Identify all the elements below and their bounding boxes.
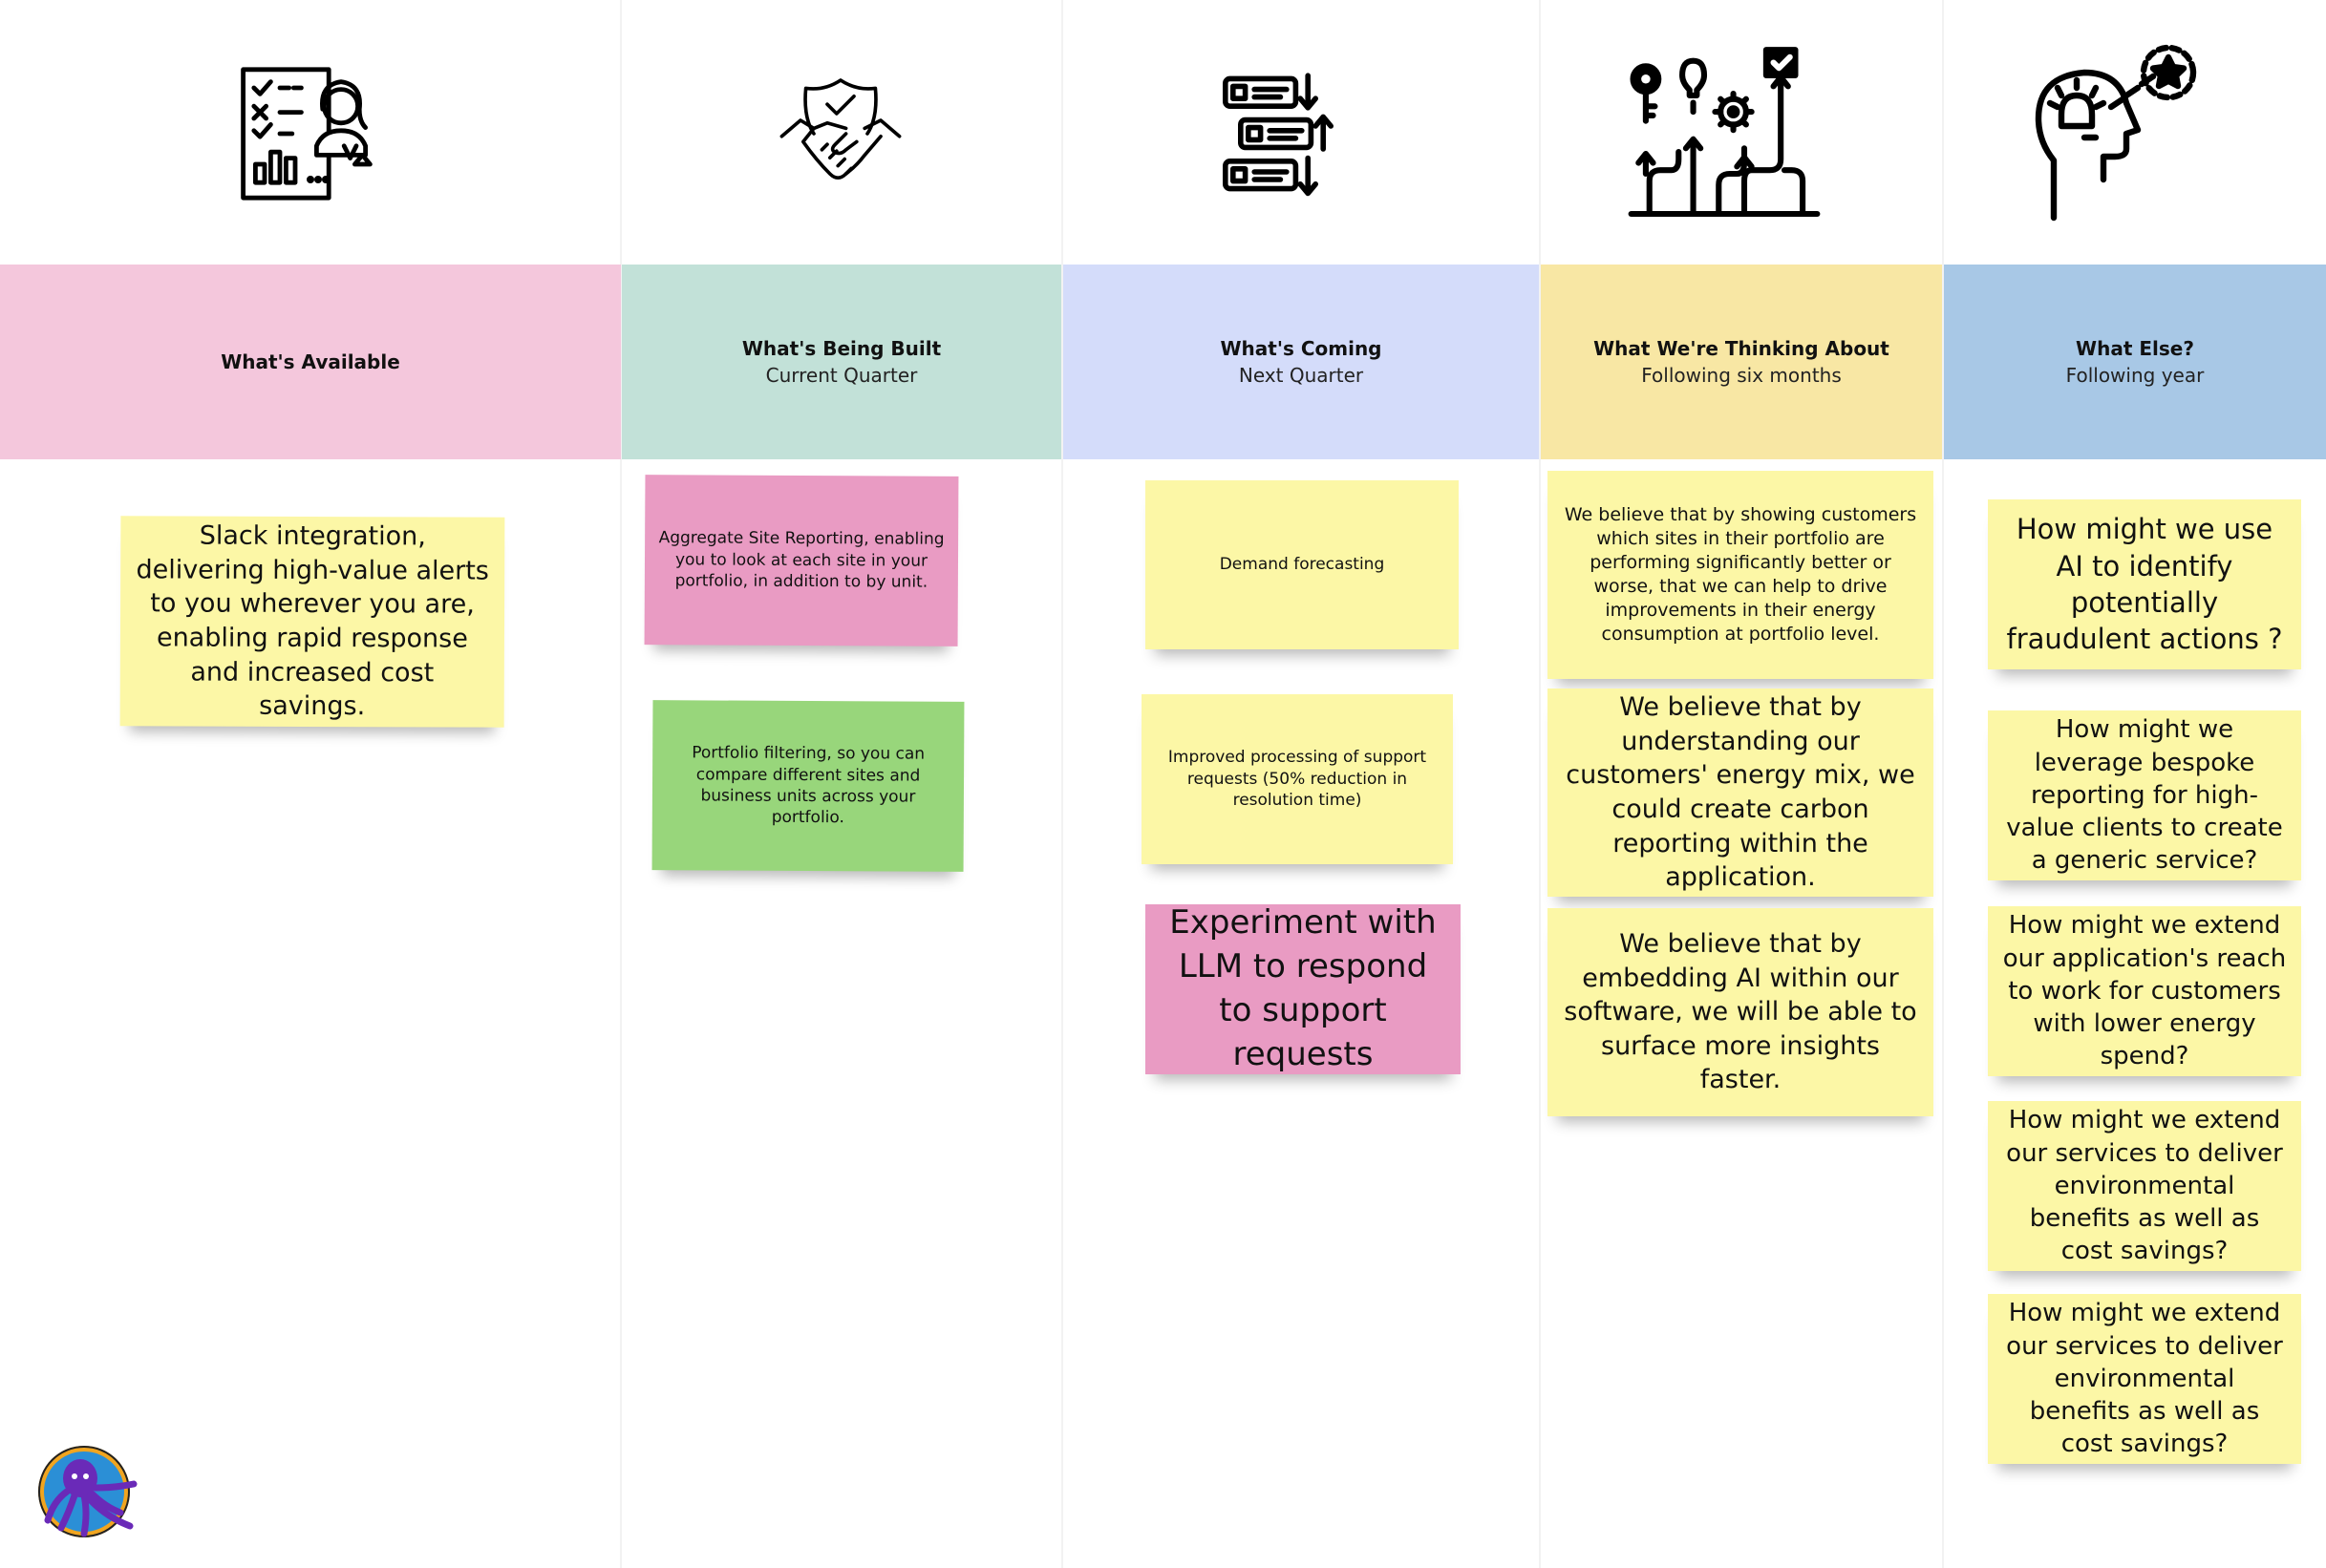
sticky-note[interactable]: Experiment with LLM to respond to suppor… [1145,903,1461,1074]
checklist-person-icon [229,53,392,215]
sticky-note[interactable]: Slack integration, delivering high-value… [119,516,505,728]
handshake-shield-icon [759,57,922,210]
server-list-arrows-icon [1208,53,1371,215]
column-divider [620,0,622,1568]
column-subtitle: Following year [2065,364,2205,387]
column-title: What Else? [2076,337,2194,360]
column-subtitle: Next Quarter [1238,364,1364,387]
column-title: What We're Thinking About [1593,337,1889,360]
sticky-note[interactable]: Aggregate Site Reporting, enabling you t… [644,475,959,646]
column-subtitle: Following six months [1641,364,1842,387]
head-idea-star-icon [2011,33,2211,234]
column-title: What's Coming [1220,337,1382,360]
column-header-thinking: What We're Thinking About Following six … [1541,265,1942,459]
column-divider [1061,0,1063,1568]
column-header-being-built: What's Being Built Current Quarter [622,265,1061,459]
sticky-note[interactable]: How might we leverage bespoke reporting … [1988,710,2301,880]
sticky-note[interactable]: We believe that by showing customers whi… [1547,471,1933,679]
column-title: What's Available [221,350,400,373]
sticky-note[interactable]: We believe that by embedding AI within o… [1547,908,1933,1116]
column-divider [1942,0,1944,1568]
column-header-coming: What's Coming Next Quarter [1063,265,1539,459]
column-header-available: What's Available [0,265,621,459]
sticky-note[interactable]: How might we extend our services to deli… [1988,1101,2301,1271]
strategy-paths-icon [1614,33,1834,234]
octopus-logo-icon [29,1444,147,1551]
sticky-note[interactable]: Demand forecasting [1145,480,1459,649]
sticky-note[interactable]: Improved processing of support requests … [1142,694,1453,864]
column-header-else: What Else? Following year [1944,265,2326,459]
sticky-note[interactable]: We believe that by understanding our cus… [1547,689,1933,897]
sticky-note[interactable]: How might we use AI to identify potentia… [1988,499,2301,669]
column-divider [1539,0,1541,1568]
sticky-note[interactable]: How might we extend our application's re… [1988,906,2301,1076]
sticky-note[interactable]: Portfolio filtering, so you can compare … [651,700,965,872]
column-subtitle: Current Quarter [765,364,918,387]
sticky-note[interactable]: How might we extend our services to deli… [1988,1294,2301,1464]
column-title: What's Being Built [741,337,942,360]
